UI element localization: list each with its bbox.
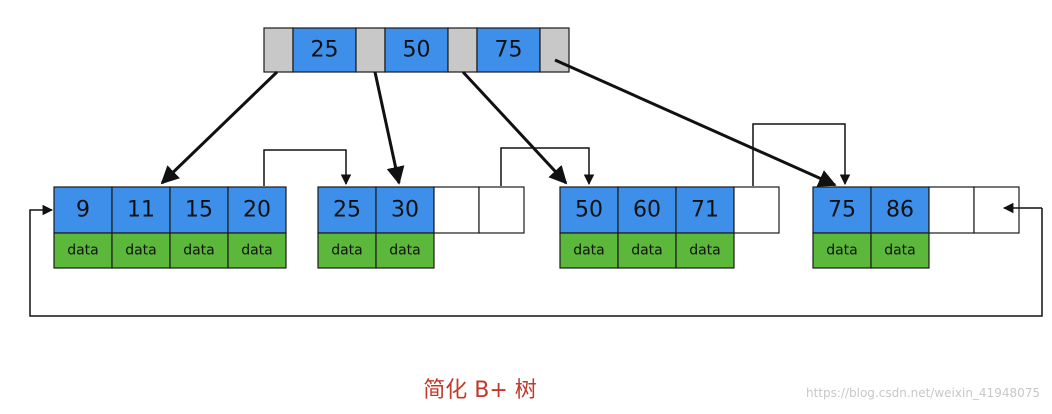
leaf-key-label: 75 [828, 198, 856, 223]
root-key-label: 50 [403, 38, 431, 63]
leaf-data-cell [169, 232, 229, 269]
leaf-node: 75 data 86 data [812, 186, 1020, 269]
child-arrow-4 [554, 58, 837, 187]
leaf-empty-slot [433, 186, 480, 234]
leaf-data-cell [559, 232, 619, 269]
leaf-empty-slot [928, 186, 975, 234]
leaf-key-label: 9 [76, 198, 90, 223]
leaf-data-label: data [826, 243, 858, 259]
leaf-node: 9 data 11 data 15 data 20 data [53, 186, 287, 269]
root-key-cell [384, 27, 449, 73]
leaf-key-label: 30 [391, 198, 419, 223]
sibling-link-1 [263, 149, 352, 186]
diagram-caption: 简化 B+ 树 [423, 378, 537, 403]
leaf-key-cell [227, 186, 287, 234]
child-arrow-3 [461, 70, 568, 185]
leaf-data-label: data [331, 243, 363, 259]
sibling-link-3 [752, 123, 851, 186]
leaf-key-label: 25 [333, 198, 361, 223]
leaf-empty-slot [973, 186, 1020, 234]
leaf-data-cell [227, 232, 287, 269]
wraparound-link-line [29, 204, 1043, 317]
leaf-key-label: 86 [886, 198, 914, 223]
leaf-key-cell [617, 186, 677, 234]
leaf-data-cell [870, 232, 930, 269]
leaf-data-label: data [631, 243, 663, 259]
leaf-data-label: data [389, 243, 421, 259]
root-pointer-slot [355, 27, 386, 73]
wraparound-link [29, 202, 1043, 317]
root-pointer-slot [263, 27, 294, 73]
child-pointer-arrows [160, 58, 837, 187]
leaf-data-label: data [884, 243, 916, 259]
leaf-data-cell [111, 232, 171, 269]
child-arrow-1 [160, 70, 279, 185]
leaf-key-label: 71 [691, 198, 719, 223]
leaf-data-label: data [573, 243, 605, 259]
leaf-key-label: 20 [243, 198, 271, 223]
leaf-key-cell [675, 186, 735, 234]
child-arrow-2 [373, 71, 405, 185]
sibling-link-arrows [263, 123, 851, 186]
leaf-key-cell [812, 186, 872, 234]
leaf-node: 50 data 60 data 71 data [559, 186, 780, 269]
leaf-node: 25 data 30 data [317, 186, 525, 269]
root-key-label: 75 [495, 38, 523, 63]
leaf-data-cell [375, 232, 435, 269]
root-key-cell [476, 27, 541, 73]
sibling-link-2 [500, 147, 595, 186]
leaf-key-label: 15 [185, 198, 213, 223]
leaf-key-label: 60 [633, 198, 661, 223]
root-key-label: 25 [311, 38, 339, 63]
leaf-data-label: data [67, 243, 99, 259]
watermark: https://blog.csdn.net/weixin_41948075 [805, 386, 1040, 400]
leaf-data-cell [53, 232, 113, 269]
leaf-nodes: 9 data 11 data 15 data 20 data 25 data 30 data 50 dat… [53, 186, 1020, 269]
leaf-empty-slot [478, 186, 525, 234]
leaf-data-cell [617, 232, 677, 269]
leaf-data-label: data [689, 243, 721, 259]
leaf-key-label: 50 [575, 198, 603, 223]
leaf-data-cell [317, 232, 377, 269]
root-key-cell [292, 27, 357, 73]
root-pointer-slot [447, 27, 478, 73]
leaf-data-label: data [241, 243, 273, 259]
leaf-data-label: data [125, 243, 157, 259]
leaf-empty-slot [733, 186, 780, 234]
root-node: 25 50 75 [263, 27, 570, 73]
leaf-key-label: 11 [127, 198, 155, 223]
leaf-data-cell [675, 232, 735, 269]
leaf-key-cell [559, 186, 619, 234]
leaf-data-label: data [183, 243, 215, 259]
